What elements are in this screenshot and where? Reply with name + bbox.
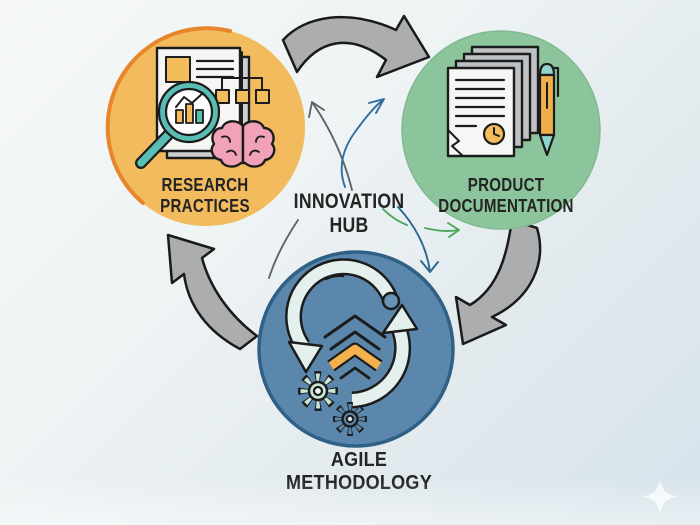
cycle-arrows [166, 14, 542, 351]
four-point-sparkle-icon [643, 479, 677, 514]
clock-icon [482, 122, 506, 146]
research-circle-accent-arc [105, 26, 232, 205]
agile-label: AGILE METHODOLOGY [286, 449, 432, 495]
hub-label-line2: HUB [329, 213, 369, 237]
arrow-agile-to-research [166, 233, 259, 351]
research-label-line2: PRACTICES [160, 195, 250, 216]
arrow-documentation-to-agile [454, 218, 542, 346]
magnifier-chart-icon [135, 80, 221, 169]
gear-icon [333, 402, 367, 436]
gear-icon [298, 371, 338, 411]
hub-to-agile-arrow [397, 206, 439, 273]
cycle-arrows-chevrons-gears-icon [285, 258, 419, 436]
document-stack-pen-clock-icon [446, 45, 560, 158]
research-label: RESEARCH PRACTICES [160, 175, 250, 216]
documentation-label-line2: DOCUMENTATION [438, 195, 574, 216]
hub-to-research-arrow [308, 101, 353, 191]
hub-label-line1: INNOVATION [293, 190, 405, 213]
hub-to-agile-gray-curve [268, 219, 299, 279]
hub-connectors [268, 98, 460, 279]
chevrons-up-icon [323, 314, 387, 380]
brain-icon [210, 120, 276, 168]
hub-label: INNOVATION HUB [294, 190, 405, 238]
research-label-line1: RESEARCH [161, 175, 249, 195]
documentation-label-line1: PRODUCT [467, 175, 545, 195]
hub-to-documentation-arrow [340, 98, 385, 188]
arrow-research-to-documentation [281, 14, 431, 79]
pen-icon [538, 62, 560, 157]
documentation-label: PRODUCT DOCUMENTATION [438, 175, 573, 216]
research-document-magnifier-chart-brain-icon [135, 46, 276, 169]
agile-label-line2: METHODOLOGY [286, 471, 432, 494]
hub-green-arrow [382, 208, 460, 238]
agile-label-line1: AGILE [330, 449, 388, 471]
